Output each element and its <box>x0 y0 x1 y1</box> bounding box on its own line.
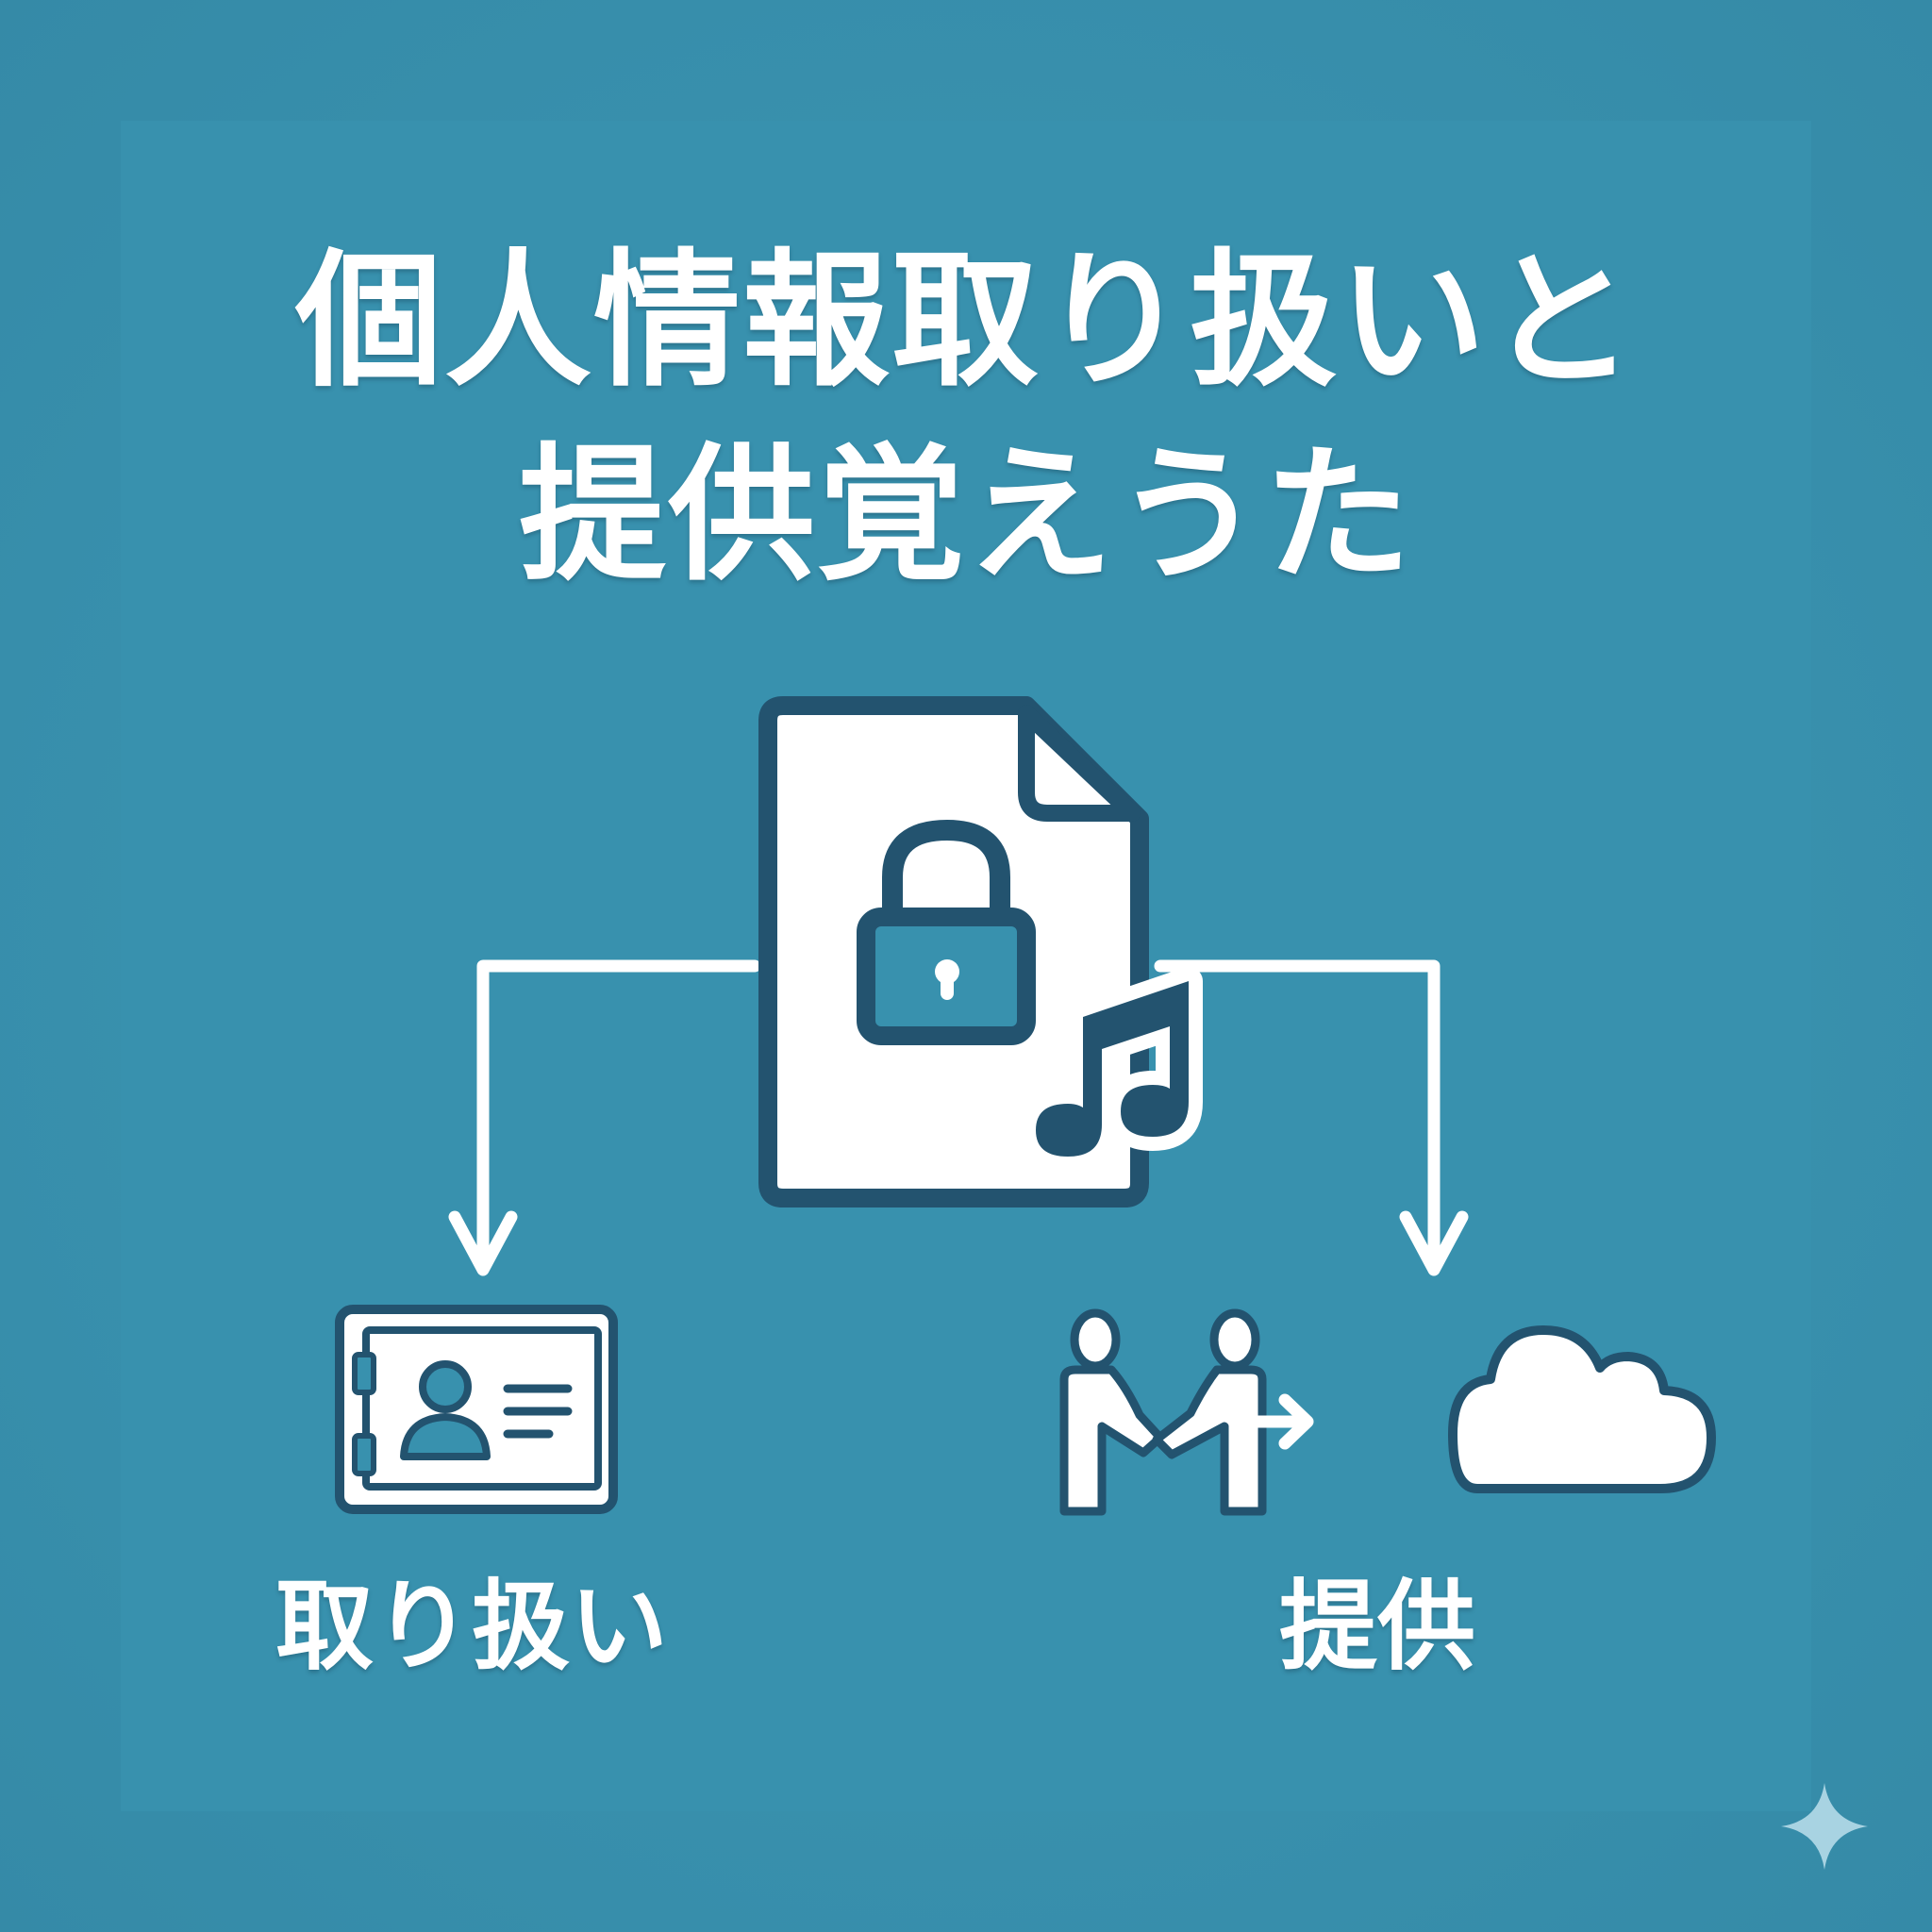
sparkle-icon <box>1781 1783 1868 1870</box>
handshake-icon <box>1059 1308 1267 1516</box>
padlock-icon <box>857 819 1036 1045</box>
arrow-right-icon <box>1239 1393 1314 1450</box>
connector-left <box>448 959 761 1276</box>
locked-document-icon <box>758 696 1203 1208</box>
label-handling: 取り扱い <box>275 1569 669 1684</box>
handshake-to-cloud-icon <box>1059 1308 1716 1516</box>
cloud-icon <box>1448 1325 1716 1493</box>
title-line-2: 提供覚えうた <box>519 429 1413 601</box>
connector-right <box>1154 959 1469 1276</box>
title-line-1: 個人情報取り扱いと <box>295 235 1637 407</box>
label-provision: 提供 <box>1279 1569 1476 1684</box>
id-card-binder-icon <box>335 1305 618 1514</box>
music-note-icon <box>1022 967 1203 1171</box>
